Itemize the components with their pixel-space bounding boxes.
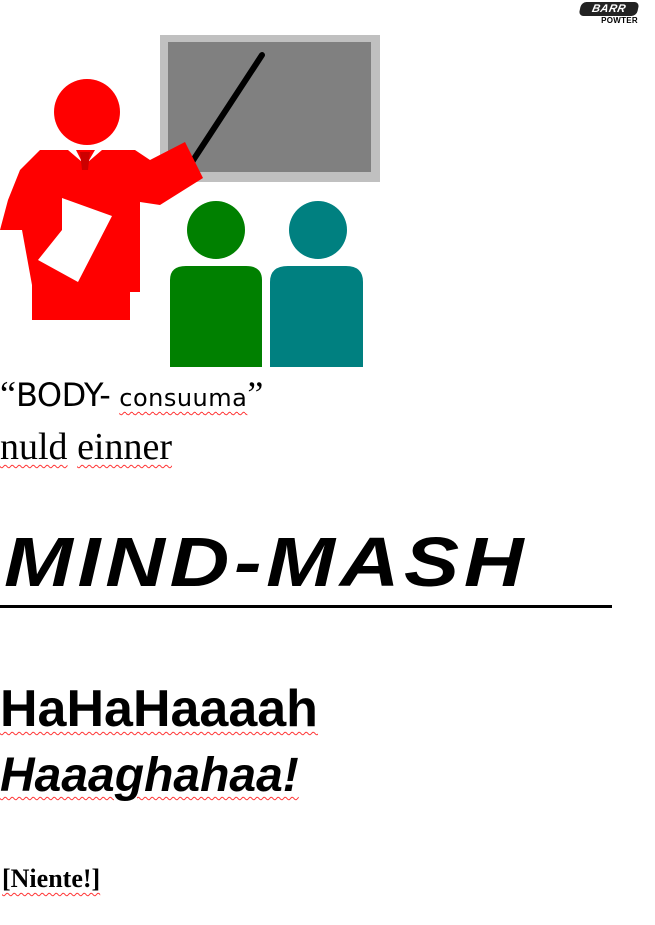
- barr-powter-logo: BARR POWTER: [576, 2, 642, 32]
- presenter-with-pointer-icon: [0, 35, 380, 367]
- body-word: BODY-: [15, 376, 111, 414]
- close-quote: ”: [247, 374, 264, 414]
- body-consuuma-line: “BODY- consuuma”: [0, 372, 263, 420]
- open-quote: “: [0, 374, 16, 414]
- mind-mash-heading: MIND-MASH: [4, 523, 529, 601]
- horizontal-rule: [0, 605, 612, 608]
- logo-powter-text: POWTER: [601, 16, 638, 25]
- laugh-line-2: Haaaghahaa!: [0, 749, 299, 802]
- audience-left-figure: [170, 201, 262, 367]
- audience-right-figure: [270, 201, 363, 367]
- presenter-collar: [68, 150, 82, 162]
- pointer-stick: [187, 52, 265, 168]
- presenter-collar: [88, 150, 102, 162]
- presenter-tie: [80, 152, 90, 170]
- consuuma-word: consuuma: [119, 384, 248, 412]
- logo-barr-text: BARR: [578, 2, 640, 16]
- einner-word: einner: [77, 426, 173, 468]
- laugh-line-1: HaHaHaaaah: [0, 680, 318, 738]
- nuld-einner-line: nuld einner: [0, 424, 172, 470]
- nuld-word: nuld: [0, 426, 68, 468]
- presenter-clipboard: [38, 198, 112, 282]
- niente-text: [Niente!]: [2, 864, 101, 893]
